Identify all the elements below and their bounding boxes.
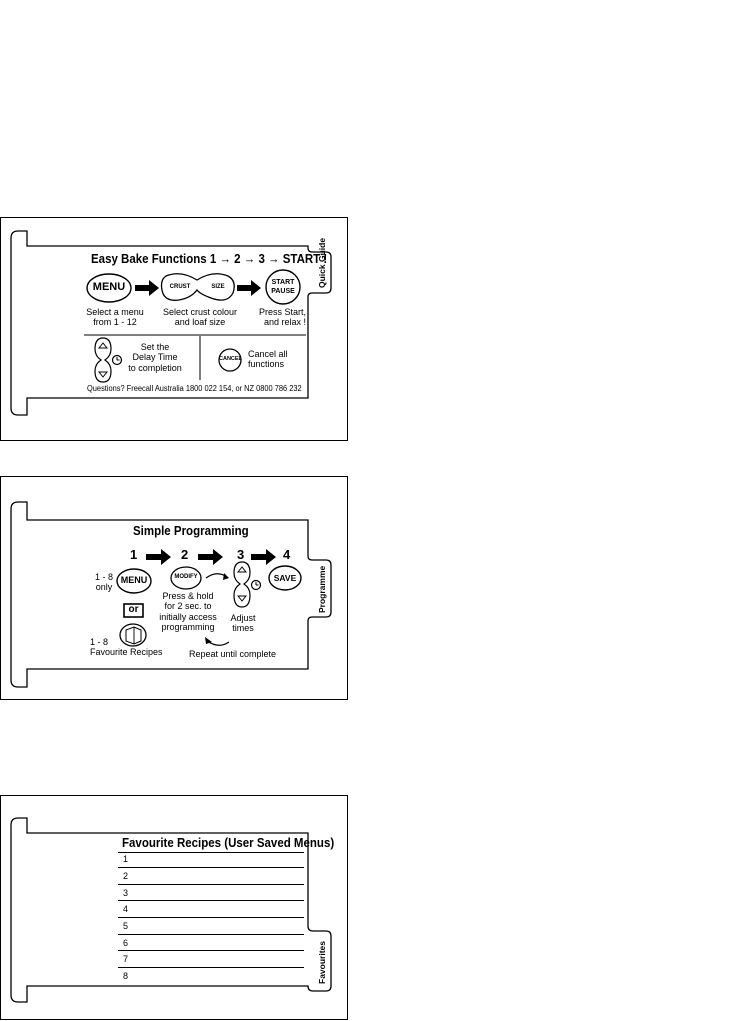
programming-panel: Programme Simple Programming 1 2 3 4 1 -…: [0, 476, 348, 700]
start-label: START: [271, 279, 295, 286]
press-hold-text: Press & hold for 2 sec. to initially acc…: [159, 591, 217, 633]
favourites-panel: Favourites Favourite Recipes (User Saved…: [0, 795, 348, 1020]
step3-text: Press Start, and relax !: [258, 307, 306, 328]
size-button[interactable]: SIZE: [211, 284, 225, 290]
repeat-text: Repeat until complete: [189, 649, 277, 659]
row-divider: [118, 967, 304, 968]
start-pause-button[interactable]: START PAUSE: [267, 278, 299, 296]
favourites-title: Favourite Recipes (User Saved Menus): [122, 836, 335, 850]
crust-button[interactable]: CRUST: [169, 284, 191, 290]
list-item[interactable]: 2: [123, 871, 129, 881]
up-down-icon[interactable]: [234, 562, 260, 608]
favourites-tab-label: Favourites: [317, 941, 327, 984]
favourite-recipes-note: 1 - 8 Favourite Recipes: [90, 637, 163, 658]
programming-menu-button[interactable]: MENU: [120, 575, 148, 585]
step-number-4: 4: [283, 547, 291, 562]
programming-card-outline: [10, 501, 332, 688]
row-divider: [118, 950, 304, 951]
row-divider: [118, 884, 304, 885]
list-item[interactable]: 8: [123, 971, 129, 981]
list-item[interactable]: 3: [123, 888, 129, 898]
menu-note: 1 - 8 only: [94, 572, 113, 593]
quick-guide-footer: Questions? Freecall Australia 1800 022 1…: [87, 384, 302, 393]
step-number-3: 3: [237, 547, 245, 562]
list-item[interactable]: 4: [123, 904, 129, 914]
quick-guide-title: Easy Bake Functions 1 → 2 → 3 → START !: [91, 252, 328, 266]
cancel-button[interactable]: CANCEL: [219, 356, 242, 362]
modify-button[interactable]: MODIFY: [174, 574, 198, 580]
step-number-1: 1: [130, 547, 138, 562]
row-divider: [118, 852, 304, 853]
adjust-times-text: Adjust times: [230, 613, 256, 634]
cancel-text: Cancel all functions: [248, 349, 288, 370]
programming-title: Simple Programming: [133, 524, 249, 538]
or-label: or: [128, 604, 139, 615]
programming-tab-label: Programme: [317, 565, 327, 613]
pause-label: PAUSE: [271, 288, 295, 295]
quick-guide-card-outline: [10, 230, 332, 416]
row-divider: [118, 900, 304, 901]
step1-text: Select a menu from 1 - 12: [86, 307, 144, 328]
menu-button[interactable]: MENU: [92, 281, 126, 293]
row-divider: [118, 917, 304, 918]
recipe-book-icon[interactable]: [120, 624, 146, 646]
step2-text: Select crust colour and loaf size: [162, 307, 238, 328]
list-item[interactable]: 6: [123, 938, 129, 948]
save-button[interactable]: SAVE: [273, 573, 297, 583]
row-divider: [118, 867, 304, 868]
list-item[interactable]: 1: [123, 854, 129, 864]
delay-text: Set the Delay Time to completion: [128, 342, 182, 373]
list-item[interactable]: 7: [123, 954, 129, 964]
favourites-card-outline: [10, 817, 332, 1003]
row-divider: [118, 934, 304, 935]
list-item[interactable]: 5: [123, 921, 129, 931]
quick-guide-panel: Quick Guide Easy Bake Functions 1 → 2 → …: [0, 217, 348, 441]
step-number-2: 2: [181, 547, 189, 562]
